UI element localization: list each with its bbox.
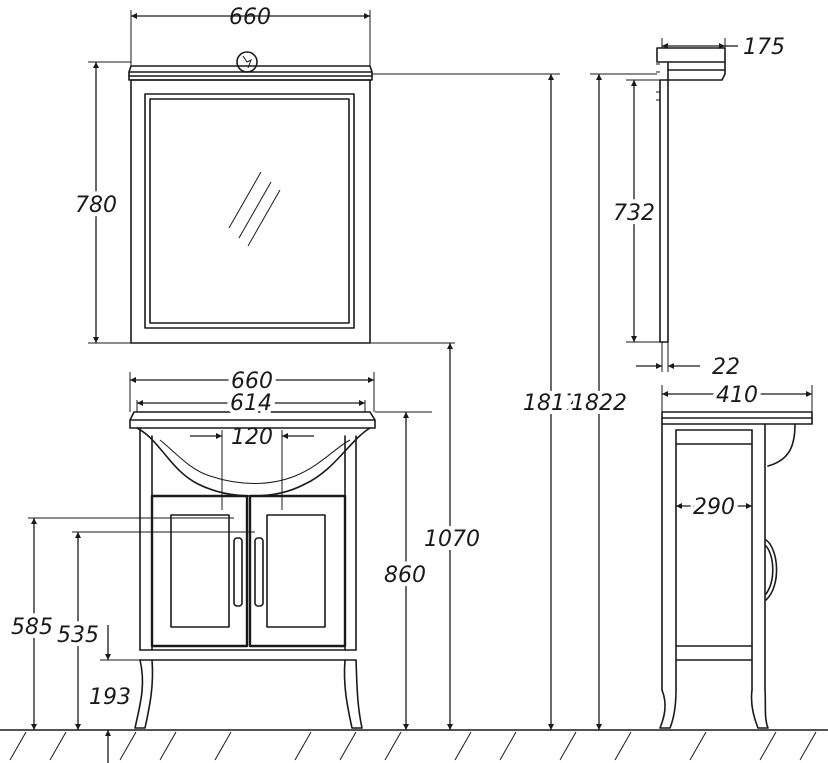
mirror-side-view xyxy=(656,47,726,343)
label-mirror-height: 780 xyxy=(75,193,117,218)
door-handle-right xyxy=(254,537,264,607)
dimension-labels: 660 780 175 732 22 1817 1822 660 614 120… xyxy=(7,5,785,710)
label-drain-width: 120 xyxy=(231,425,273,450)
dimension-lines xyxy=(31,13,812,763)
mirror-front-view xyxy=(128,51,373,344)
label-handle-height-lower: 535 xyxy=(57,623,99,648)
vanity-front-view xyxy=(129,411,376,729)
label-handle-height-upper: 585 xyxy=(11,615,53,640)
door-handle-left xyxy=(233,537,243,607)
label-basin-width: 614 xyxy=(230,391,272,416)
mirror-glass-reflection xyxy=(228,171,281,247)
label-leg-height: 193 xyxy=(89,685,131,710)
label-frame-height: 732 xyxy=(613,201,655,226)
label-cabinet-top-height: 1070 xyxy=(424,527,480,552)
label-frame-depth: 22 xyxy=(712,355,740,380)
label-total-height-1822: 1822 xyxy=(571,391,627,416)
label-mirror-width: 660 xyxy=(229,5,271,30)
floor-line xyxy=(0,729,828,761)
label-cabinet-height: 860 xyxy=(384,563,426,588)
label-total-height-1817: 1817 xyxy=(523,391,579,416)
label-cabinet-width: 660 xyxy=(231,369,273,394)
light-switch-icon xyxy=(236,51,258,73)
vanity-side-view xyxy=(659,411,813,729)
label-inner-depth: 290 xyxy=(693,495,735,520)
floor-hatching xyxy=(9,731,817,761)
label-cabinet-depth: 410 xyxy=(716,383,758,408)
label-mirror-depth: 175 xyxy=(743,35,785,60)
extension-lines xyxy=(28,10,813,661)
